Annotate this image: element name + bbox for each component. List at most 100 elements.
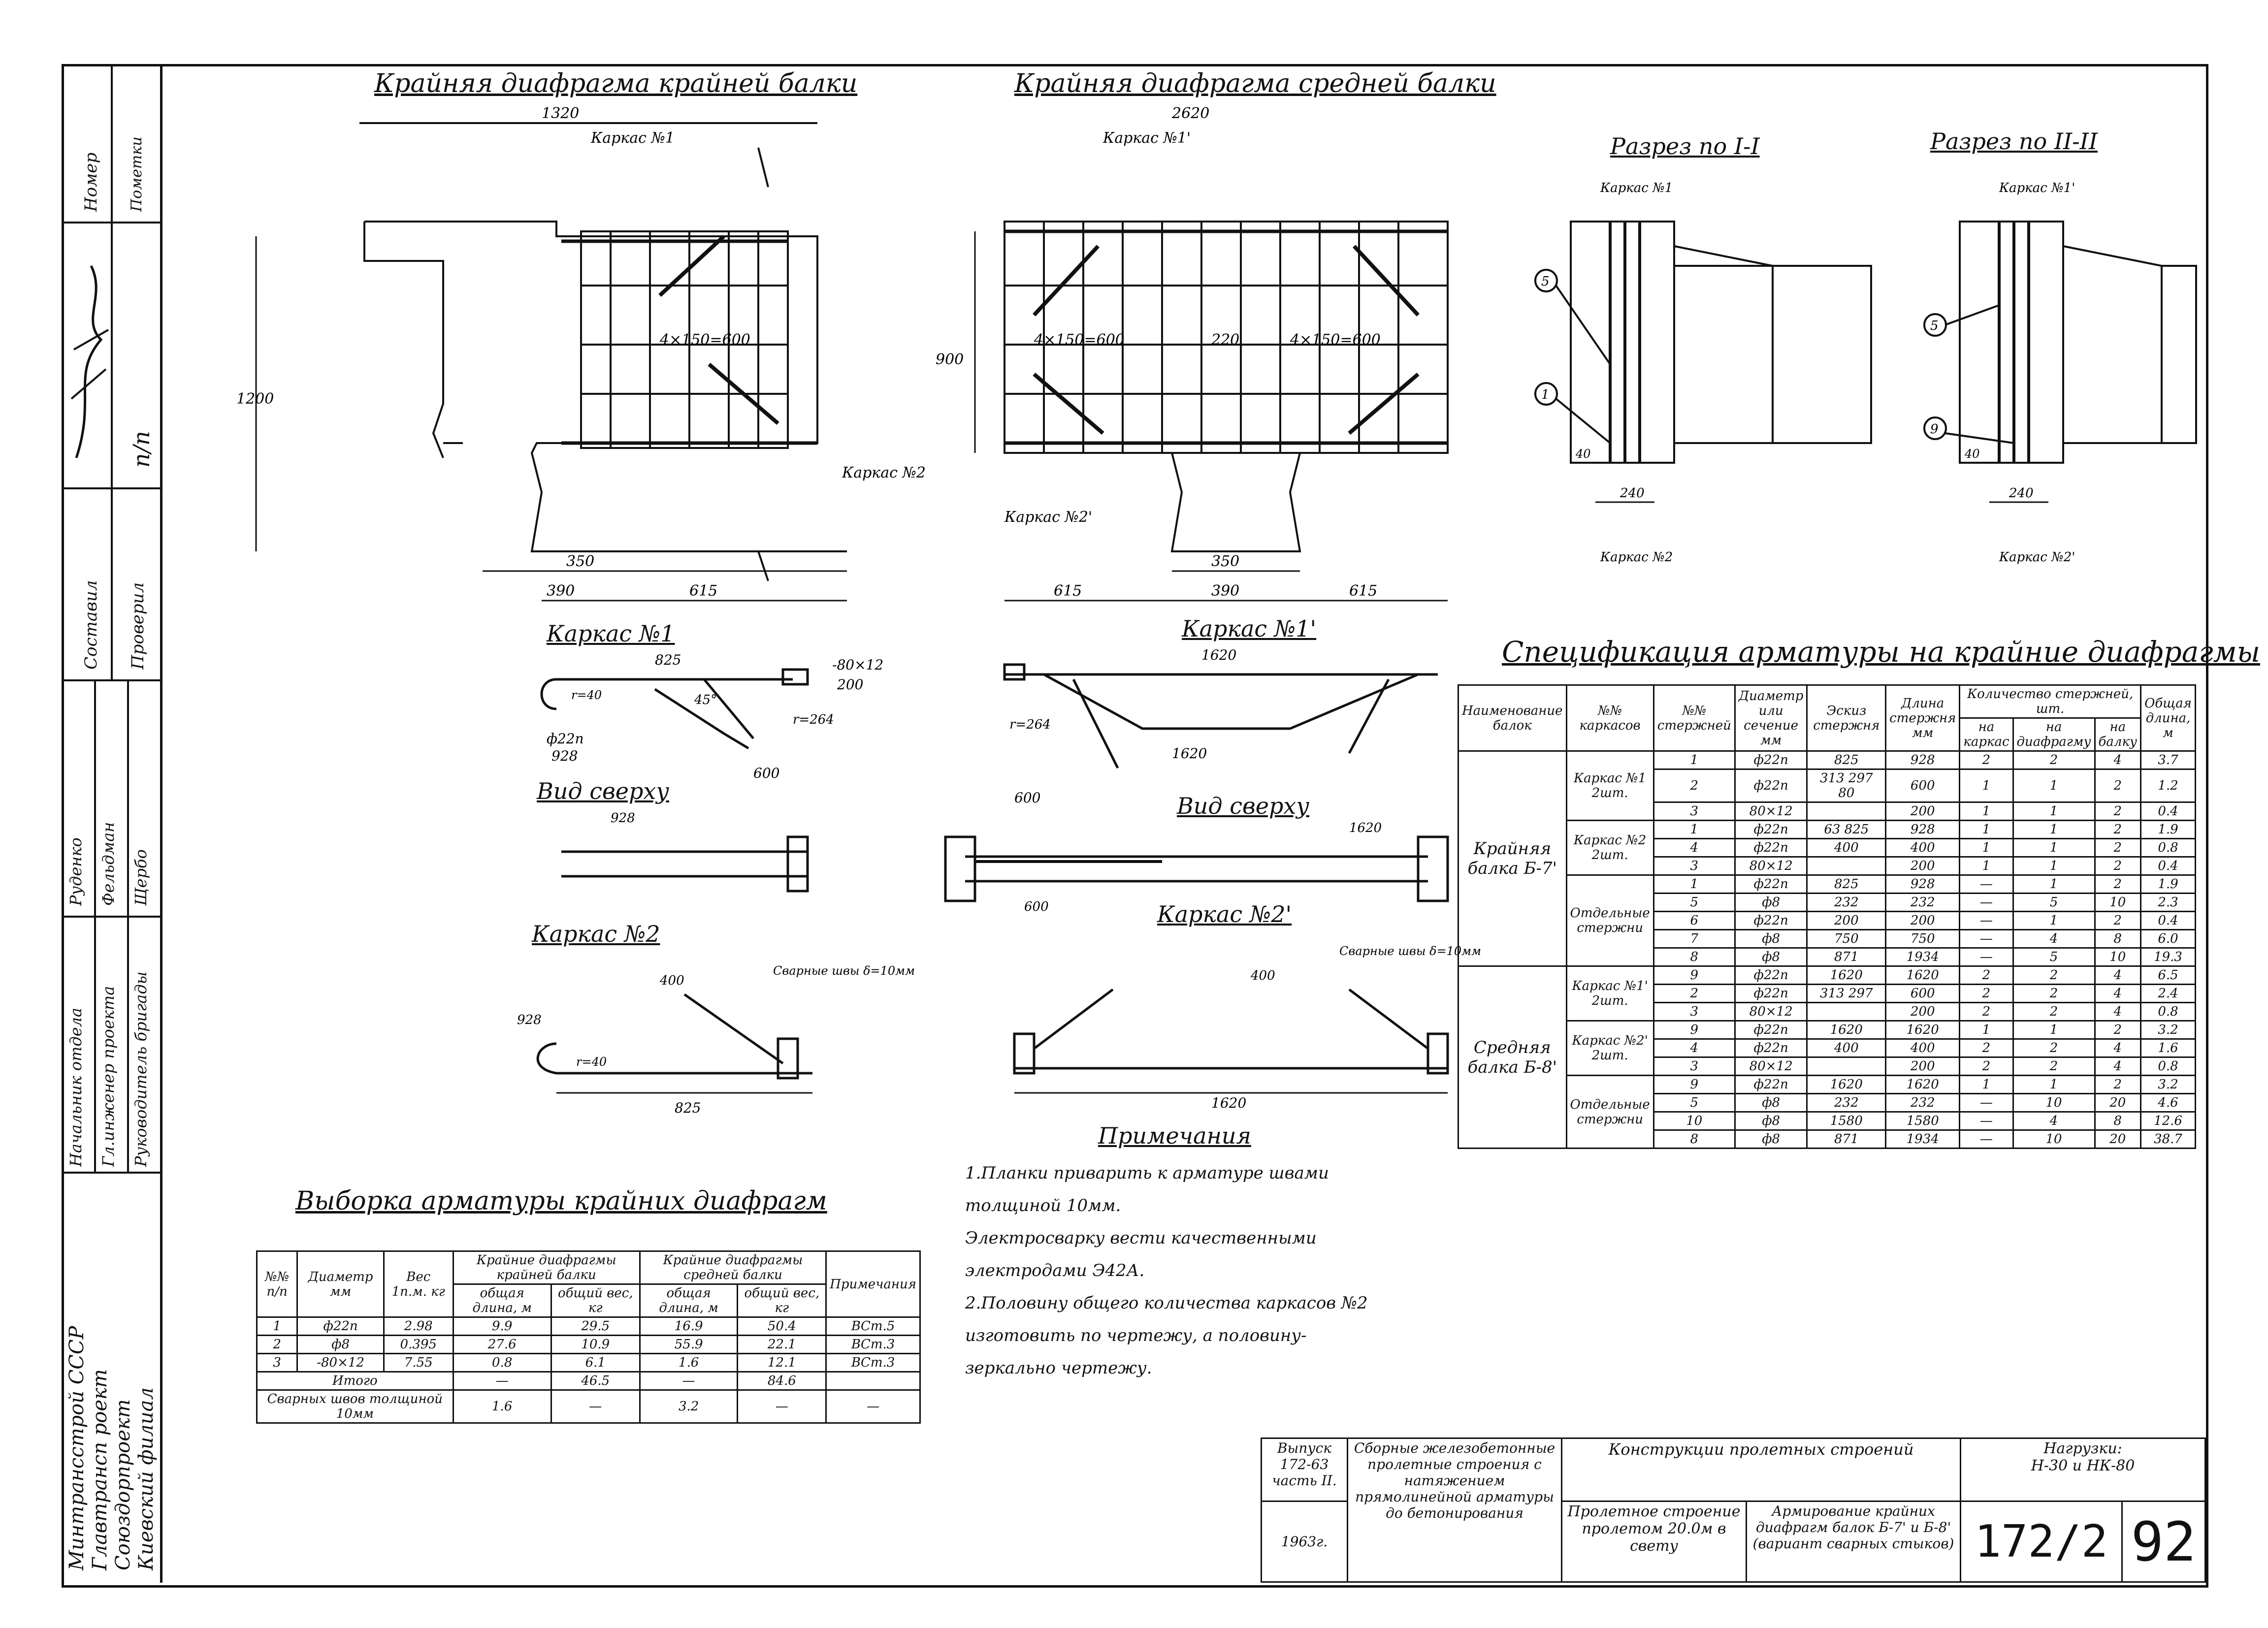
stamp-load: Нагрузки:Н-30 и НК-80 [1960, 1437, 2206, 1502]
karkas2p-drawing: Сварные швы δ=10мм 400 1620 [1013, 944, 1481, 1111]
table-cell: 5 [1652, 1093, 1736, 1113]
spec-header: на диафрагму [2012, 717, 2096, 752]
table-cell: 19.3 [2140, 947, 2196, 967]
table-cell: Сварных швов толщиной 10мм [256, 1389, 454, 1424]
table-cell: 9 [1652, 1020, 1736, 1040]
section2-karkas-top: Каркас №1' [1999, 181, 2075, 195]
table-cell: 1 [2012, 820, 2096, 839]
table-cell: 2 [2012, 1038, 2096, 1058]
karkas2p-bar-length: 400 [1250, 968, 1275, 983]
sel-subheader: общий вес, кг [737, 1283, 827, 1318]
table-cell: 750 [1806, 929, 1887, 949]
table-cell: — [1959, 874, 2014, 894]
table-cell: 4.6 [2140, 1093, 2196, 1113]
view2-width: 2620 [1171, 105, 1209, 122]
view1-width: 1320 [542, 105, 579, 122]
table-cell: 1.9 [2140, 820, 2196, 839]
table-cell: 2 [2012, 1002, 2096, 1021]
col-number: Номер [81, 152, 101, 212]
signature-icon [70, 265, 109, 458]
sel-header: Вес 1п.м. кг [383, 1250, 454, 1318]
sel-subheader: общая длина, м [452, 1283, 552, 1318]
table-cell: 9 [1652, 965, 1736, 985]
table-cell: 1 [1959, 856, 2014, 876]
table-cell: 4 [1652, 1038, 1736, 1058]
table-row-total: Итого —46.5—84.6 [256, 1371, 921, 1391]
karkas1p-radius: r=264 [1009, 717, 1051, 732]
signature-block-top: Составил Проверил Номер Пометки п/п [62, 64, 160, 681]
view2-title: Крайняя диафрагма средней балки [1014, 69, 1496, 98]
role-chief-engineer: Гл.инженер проекта [99, 986, 118, 1167]
table-cell: 16.9 [639, 1316, 739, 1336]
table-cell: Отдельные стержни [1565, 874, 1654, 967]
spec-header: №№ каркасов [1565, 684, 1654, 752]
stamp-year: 1963г. [1261, 1500, 1348, 1583]
table-cell [1806, 1056, 1887, 1076]
table-cell: 6.0 [2140, 929, 2196, 949]
table-cell: 1 [2012, 1075, 2096, 1094]
table-cell [1806, 1002, 1887, 1021]
table-cell: 8 [1652, 947, 1736, 967]
table-cell: 3.2 [2140, 1075, 2196, 1094]
table-cell: — [1959, 1111, 2014, 1131]
table-cell: 2 [2094, 911, 2142, 930]
karkas2-bar-length: 400 [659, 973, 684, 988]
table-cell: 5 [2012, 947, 2096, 967]
table-cell: 4 [2094, 1038, 2142, 1058]
table-cell: 8 [2094, 1111, 2142, 1131]
note-line: электродами Э42А. [965, 1261, 1145, 1280]
spec-header: Общая длина, м [2140, 684, 2196, 752]
table-cell: 8 [1652, 1129, 1736, 1149]
table-cell: 4 [1652, 838, 1736, 858]
top-view-title-1: Вид сверху [537, 778, 670, 804]
karkas2-radius: r=40 [576, 1055, 607, 1069]
table-cell [1806, 801, 1887, 821]
table-cell: 1620 [1885, 965, 1961, 985]
table-cell: 2.4 [2140, 984, 2196, 1003]
svg-text:5: 5 [1541, 274, 1550, 289]
table-cell: 29.5 [550, 1316, 641, 1336]
table-cell: — [1959, 911, 2014, 930]
spec-table: Наименование балок №№ каркасов №№ стержн… [1458, 684, 2196, 1149]
table-cell: 200 [1885, 801, 1961, 821]
table-cell: 825 [1806, 874, 1887, 894]
table-cell: Каркас №2 2шт. [1565, 820, 1654, 876]
table-cell: 4 [2094, 984, 2142, 1003]
table-cell: 8 [2094, 929, 2142, 949]
view1-layout: 4×150=600 [659, 331, 750, 349]
table-cell: 4 [2012, 1111, 2096, 1131]
table-cell: 2.98 [383, 1316, 454, 1336]
spec-header: на каркас [1959, 717, 2014, 752]
karkas1p-length: 1620 [1201, 647, 1236, 663]
table-cell: — [1959, 1129, 2014, 1149]
karkas1-length: 825 [655, 652, 681, 668]
karkas1-plate: -80×12 [832, 657, 883, 673]
table-cell: — [1959, 893, 2014, 912]
table-cell: 1 [2012, 838, 2096, 858]
table-cell: ф8 [1734, 947, 1808, 967]
table-cell: 2 [1959, 1002, 2014, 1021]
table-cell: 0.8 [452, 1353, 552, 1373]
table-cell: 1.9 [2140, 874, 2196, 894]
table-cell: 10 [2012, 1129, 2096, 1149]
signature-block-middle: Начальник отдела Гл.инженер проекта Руко… [62, 679, 160, 1174]
karkas1-top-length: 928 [611, 811, 635, 826]
view1-dim-a: 350 [566, 553, 594, 570]
table-cell: Отдельные стержни [1565, 1075, 1654, 1149]
view2-karkas2-label: Каркас №2' [1004, 509, 1092, 526]
table-cell: 10 [2094, 893, 2142, 912]
table-cell: ф8 [296, 1335, 385, 1354]
sel-header: Крайние диафрагмы крайней балки [452, 1250, 641, 1285]
name-dept-head: Руденко [66, 837, 85, 906]
table-cell: 46.5 [550, 1371, 641, 1391]
view2-layout-2: 4×150=600 [1290, 331, 1381, 349]
sel-header: №№ п/п [256, 1250, 298, 1318]
view2-dim-b: 390 [1211, 582, 1239, 600]
